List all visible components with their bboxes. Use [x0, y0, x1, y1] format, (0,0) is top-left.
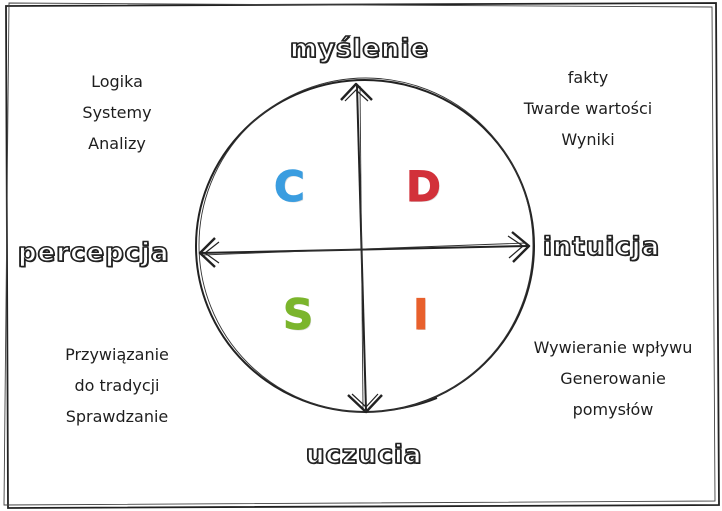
arrow-up-icon [340, 82, 373, 101]
note-bottom-right: Wywieranie wpływu Generowanie pomysłów [528, 332, 698, 425]
quadrant-letter-d: D [406, 162, 442, 211]
axis-label-left: percepcja [17, 237, 170, 269]
arrow-left-icon-inner [203, 241, 220, 264]
axis-label-right: intuicja [542, 231, 661, 263]
note-line: Generowanie [560, 369, 666, 388]
arrow-right-icon-inner [507, 235, 524, 259]
note-line: Sprawdzanie [65, 407, 169, 426]
arrow-right-icon [511, 231, 531, 263]
note-line: Wywieranie wpływu [533, 338, 693, 357]
note-bottom-left: Przywiązanie do tradycji Sprawdzanie [52, 339, 182, 432]
axis-label-bottom: uczucia [305, 439, 423, 471]
vertical-axis-overstroke [359, 85, 364, 409]
note-line: Przywiązanie [65, 345, 169, 364]
arrow-left-icon [198, 237, 216, 268]
horizontal-axis-overstroke [201, 242, 527, 256]
note-line: Twarde wartości [523, 99, 653, 118]
quadrant-letter-i: I [413, 290, 430, 339]
note-line: fakty [567, 68, 609, 87]
note-top-right: fakty Twarde wartości Wyniki [512, 62, 664, 155]
arrow-down-icon-inner [351, 393, 379, 408]
note-line: Wyniki [561, 130, 615, 149]
quadrant-letter-s: S [282, 290, 314, 339]
axis-label-top: myślenie [289, 33, 430, 65]
page-frame-overstroke [3, 2, 716, 506]
note-line: pomysłów [572, 400, 654, 419]
quadrant-letter-c: C [274, 162, 306, 211]
horizontal-axis [199, 245, 529, 254]
note-line: Systemy [82, 103, 152, 122]
arrow-up-icon-inner [344, 89, 369, 102]
page-frame [5, 2, 720, 509]
arrow-down-icon [347, 394, 383, 414]
note-top-left: Logika Systemy Analizy [62, 66, 172, 159]
note-line: Logika [91, 72, 143, 91]
note-line: do tradycji [74, 376, 160, 395]
note-line: Analizy [88, 134, 146, 153]
